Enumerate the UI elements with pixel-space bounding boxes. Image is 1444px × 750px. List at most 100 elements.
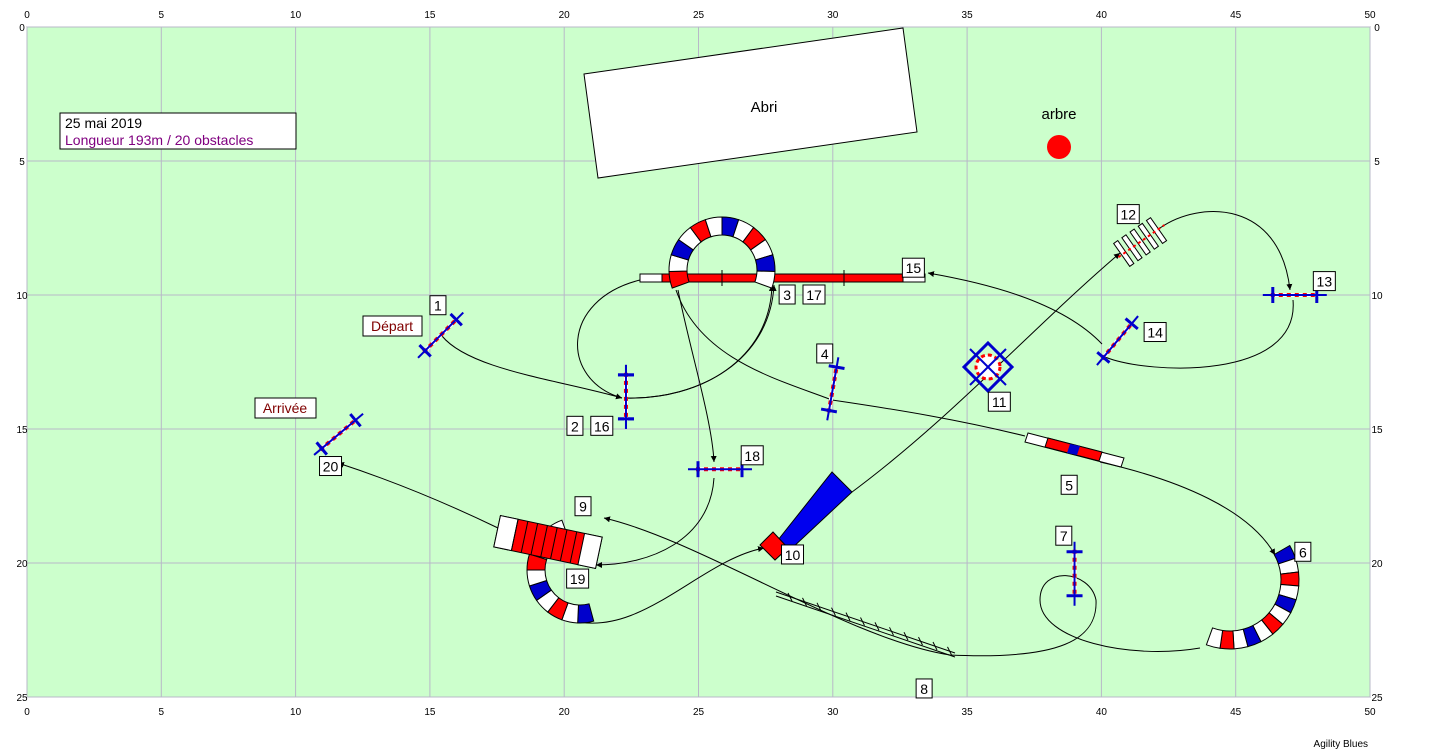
tunnel-rib bbox=[559, 529, 568, 562]
obstacle-weave-8 bbox=[775, 591, 956, 658]
obstacle-number-label: 3 bbox=[783, 287, 791, 303]
number-label-box bbox=[740, 445, 764, 466]
number-label-box bbox=[915, 678, 933, 699]
axis-tick-label: 5 bbox=[159, 10, 165, 21]
axis-tick-label: 15 bbox=[16, 425, 28, 436]
number-label-box bbox=[1060, 474, 1078, 495]
axis-tick-label: 20 bbox=[559, 10, 571, 21]
axis-tick-label: 5 bbox=[19, 157, 25, 168]
obstacle-jump-14 bbox=[1096, 315, 1139, 366]
axis-tick-label: 10 bbox=[290, 707, 302, 718]
obstacle-number-label: 16 bbox=[594, 418, 610, 434]
axis-tick-label: 15 bbox=[424, 10, 436, 21]
number-label-box bbox=[590, 415, 614, 436]
jump-ends bbox=[313, 413, 364, 456]
course-info: 25 mai 2019 Longueur 193m / 20 obstacles bbox=[59, 112, 297, 150]
obstacle-number-label: 18 bbox=[744, 448, 760, 464]
obstacle-number-label: 19 bbox=[570, 571, 586, 587]
tree-label: arbre bbox=[1041, 106, 1076, 123]
obstacle-number-label: 4 bbox=[821, 346, 829, 362]
obstacle-number-label: 11 bbox=[992, 394, 1007, 410]
course-date: 25 mai 2019 bbox=[65, 115, 142, 131]
axis-tick-label: 10 bbox=[16, 291, 28, 302]
number-label-box bbox=[319, 456, 343, 477]
axis-tick-label: 15 bbox=[1371, 425, 1383, 436]
number-label-box bbox=[816, 343, 834, 364]
axis-tick-label: 0 bbox=[24, 10, 30, 21]
number-label-box bbox=[566, 568, 590, 589]
long-jump-boards bbox=[1112, 216, 1168, 268]
weave-pole bbox=[889, 627, 894, 636]
shelter-label: Abri bbox=[751, 99, 778, 116]
weave-pole bbox=[903, 631, 909, 641]
weave-pole bbox=[816, 602, 822, 612]
tunnel-rib bbox=[569, 531, 578, 564]
obstacle-number-label: 17 bbox=[806, 287, 822, 303]
obstacle-jump-1 bbox=[417, 311, 464, 359]
obstacle-long-jump-12 bbox=[1112, 216, 1168, 268]
obstacle-number-label: 7 bbox=[1060, 528, 1068, 544]
obstacle-tunnel-3 bbox=[668, 216, 776, 289]
axis-tick-label: 35 bbox=[962, 707, 974, 718]
tunnel-rib bbox=[540, 525, 548, 557]
tunnel-rib bbox=[530, 523, 539, 555]
tree-icon bbox=[1047, 135, 1071, 159]
tunnel-mouth bbox=[577, 532, 603, 570]
tunnel-rigid bbox=[493, 514, 603, 570]
shelter: Abri bbox=[583, 27, 918, 179]
jump-ends bbox=[417, 311, 464, 359]
axis-tick-label: 30 bbox=[827, 10, 839, 21]
number-label-box bbox=[574, 496, 592, 517]
brand-label: Agility Blues bbox=[1314, 739, 1368, 750]
obstacle-number-label: 6 bbox=[1299, 544, 1307, 560]
axis-tick-label: 25 bbox=[1371, 693, 1383, 704]
tunnel-segment bbox=[1280, 571, 1300, 587]
course-length: Longueur 193m / 20 obstacles bbox=[65, 132, 253, 148]
weave-pole bbox=[787, 592, 793, 602]
weave-pole bbox=[845, 612, 851, 621]
number-label-box bbox=[781, 544, 805, 565]
axis-right: 0 5 10 15 20 25 bbox=[1371, 23, 1383, 704]
weave-pole bbox=[802, 597, 807, 607]
weave-pole bbox=[947, 646, 952, 656]
number-label-box bbox=[429, 295, 447, 316]
axis-tick-label: 5 bbox=[1374, 157, 1380, 168]
axis-tick-label: 40 bbox=[1096, 707, 1108, 718]
number-label-box bbox=[1116, 204, 1140, 225]
axis-tick-label: 20 bbox=[1371, 559, 1383, 570]
number-label-box bbox=[1312, 271, 1336, 292]
obstacle-jump-20 bbox=[313, 413, 364, 456]
number-label-box bbox=[901, 257, 925, 278]
axis-tick-label: 35 bbox=[962, 10, 974, 21]
obstacle-dogwalk-15 bbox=[639, 270, 926, 286]
axis-tick-label: 45 bbox=[1230, 707, 1242, 718]
obstacle-number-label: 12 bbox=[1120, 207, 1136, 223]
tunnel-segment bbox=[754, 270, 776, 289]
obstacle-number-label: 1 bbox=[434, 298, 442, 314]
axis-tick-label: 0 bbox=[1374, 23, 1380, 34]
jump-ends bbox=[826, 357, 840, 421]
tunnel-rib bbox=[510, 519, 519, 551]
obstacle-seesaw-5 bbox=[1024, 432, 1125, 468]
weave-pole bbox=[918, 636, 923, 646]
number-label-box bbox=[778, 284, 796, 305]
start-label-group: Départ bbox=[362, 315, 423, 337]
number-label-box bbox=[987, 391, 1011, 412]
finish-label: Arrivée bbox=[263, 400, 308, 416]
axis-tick-label: 40 bbox=[1096, 10, 1108, 21]
obstacle-jump-18 bbox=[687, 461, 752, 478]
axis-tick-label: 15 bbox=[424, 707, 436, 718]
axis-tick-label: 20 bbox=[559, 707, 571, 718]
obstacle-jump-4 bbox=[820, 357, 845, 421]
obstacle-jump-13 bbox=[1262, 287, 1327, 303]
obstacle-number-label: 20 bbox=[323, 459, 339, 475]
obstacle-number-label: 10 bbox=[785, 547, 801, 563]
tunnel-rib bbox=[550, 527, 558, 560]
axis-tick-label: 10 bbox=[1371, 291, 1383, 302]
obstacle-jump-7 bbox=[1066, 541, 1083, 606]
